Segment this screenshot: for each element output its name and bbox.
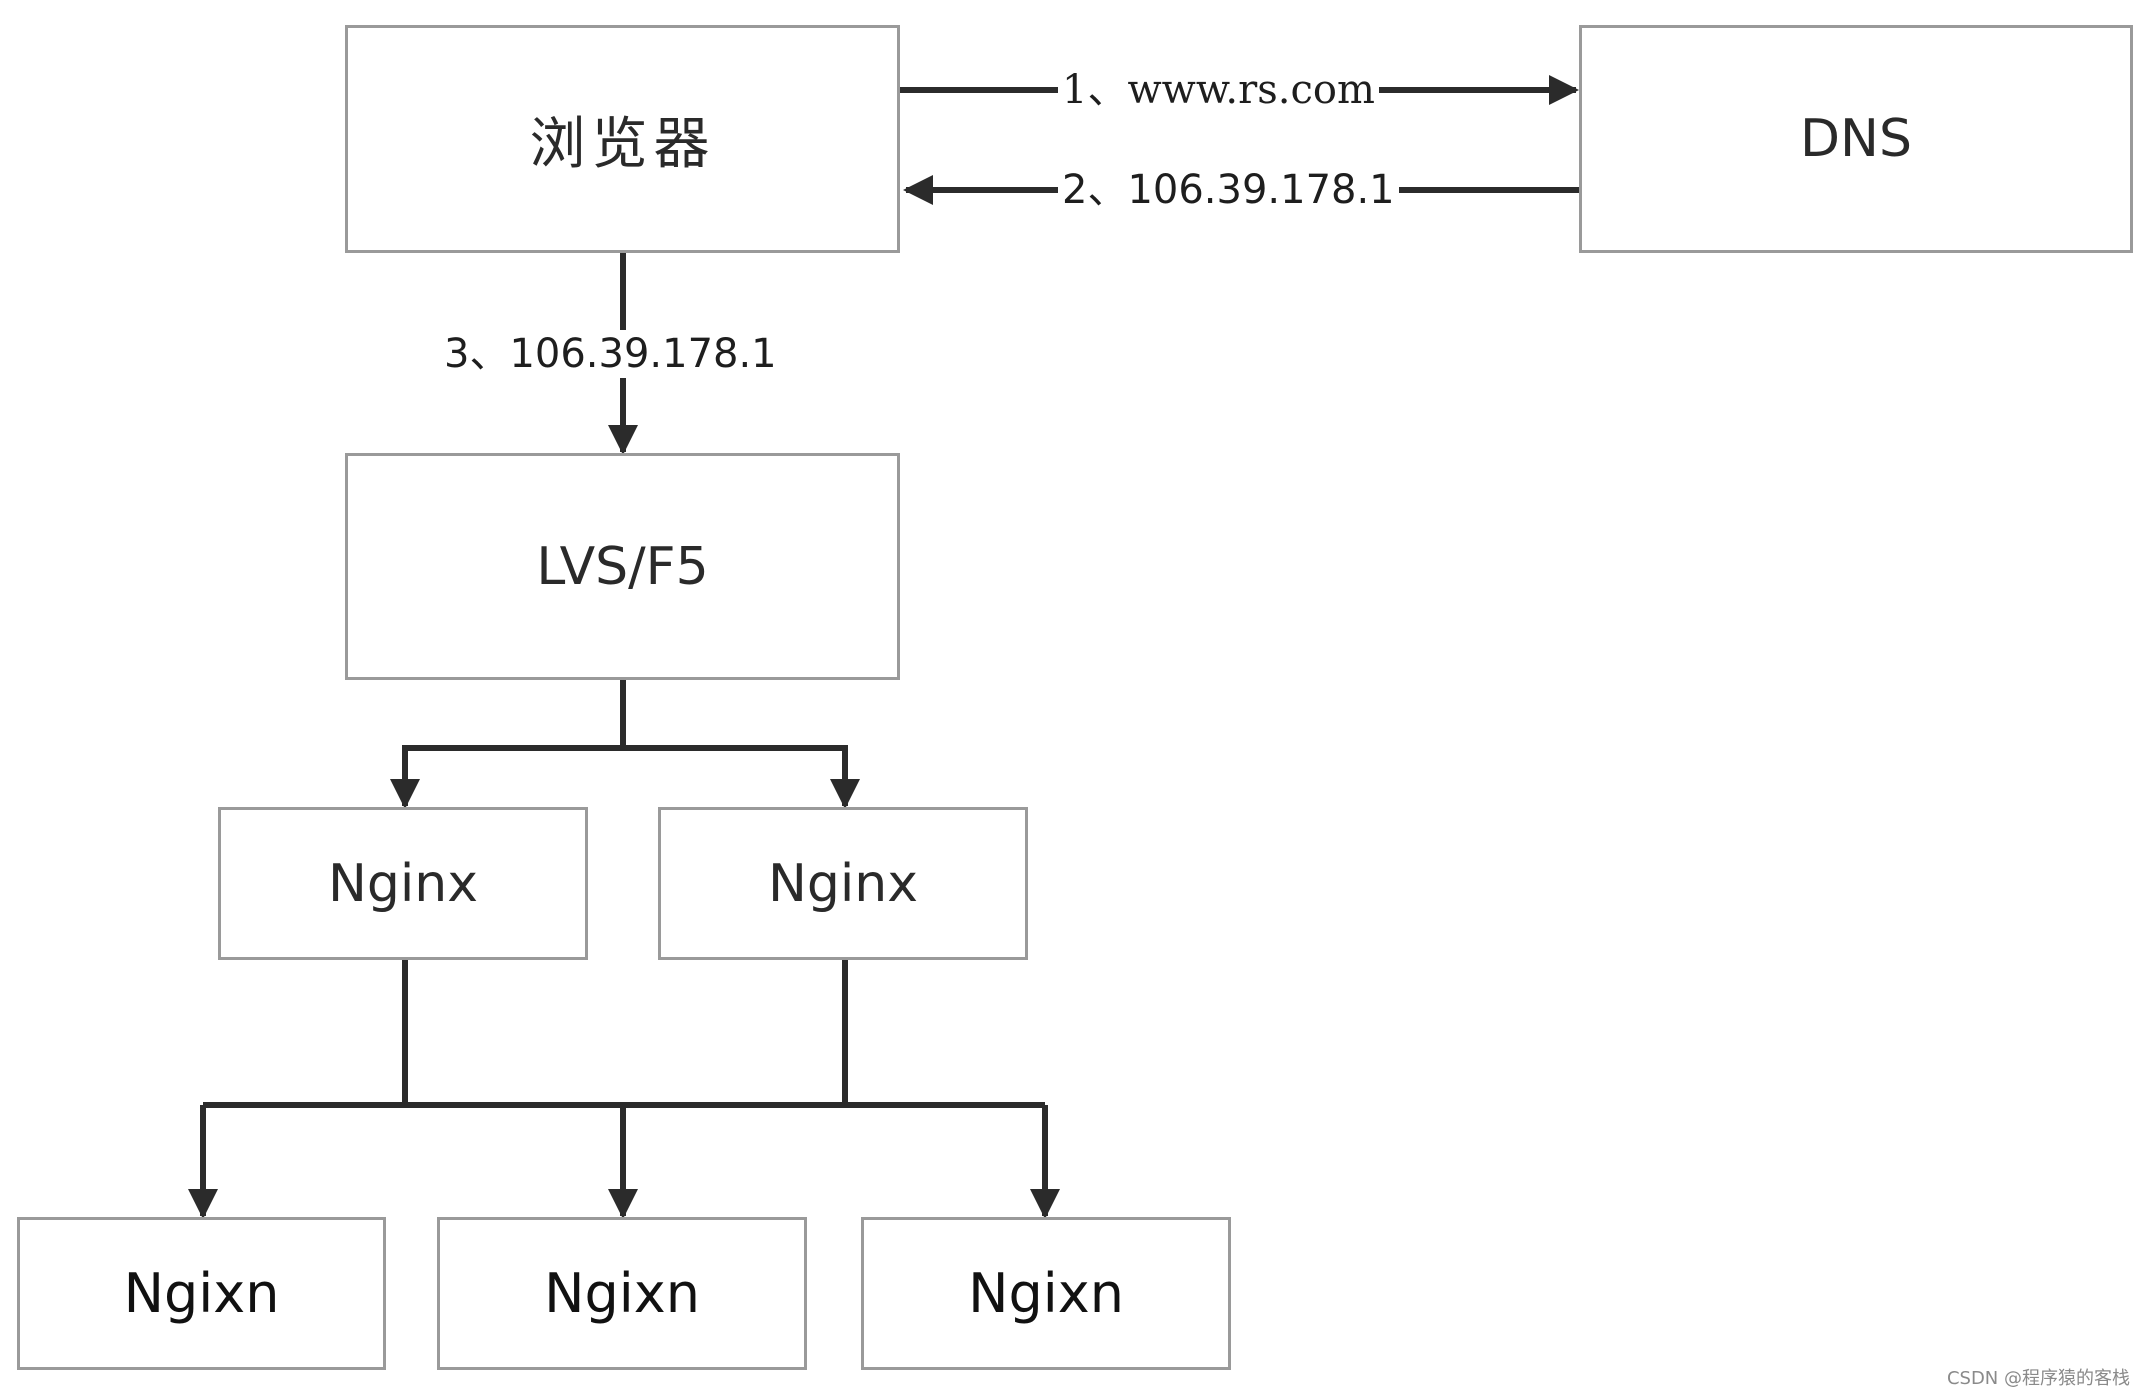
ngixn-box-3: Ngixn — [861, 1217, 1231, 1370]
edge-label-step2: 2、106.39.178.1 — [1058, 166, 1399, 214]
dns-label: DNS — [1800, 109, 1912, 169]
arrow-lvs-to-nginx-1 — [390, 745, 623, 809]
nginx-label-1: Nginx — [327, 853, 479, 914]
ngixn-label-2: Ngixn — [544, 1262, 700, 1325]
nginx-box-2: Nginx — [658, 807, 1028, 960]
ngixn-label-3: Ngixn — [968, 1262, 1124, 1325]
edge-label-step1: 1、www.rs.com — [1058, 66, 1379, 114]
browser-box: 浏览器 — [345, 25, 900, 253]
ngixn-box-1: Ngixn — [17, 1217, 386, 1370]
nginx-box-1: Nginx — [218, 807, 588, 960]
dns-box: DNS — [1579, 25, 2133, 253]
arrow-lvs-to-nginx-2 — [623, 745, 860, 809]
browser-label: 浏览器 — [529, 111, 716, 177]
ngixn-box-2: Ngixn — [437, 1217, 807, 1370]
edge-label-step3: 3、106.39.178.1 — [440, 330, 781, 378]
ngixn-label-1: Ngixn — [123, 1262, 280, 1325]
nginx-label-2: Nginx — [767, 853, 919, 914]
lvs-f5-box: LVS/F5 — [345, 453, 900, 680]
watermark: CSDN @程序猿的客栈 — [1946, 1368, 2130, 1389]
lvs-f5-label: LVS/F5 — [536, 536, 709, 597]
